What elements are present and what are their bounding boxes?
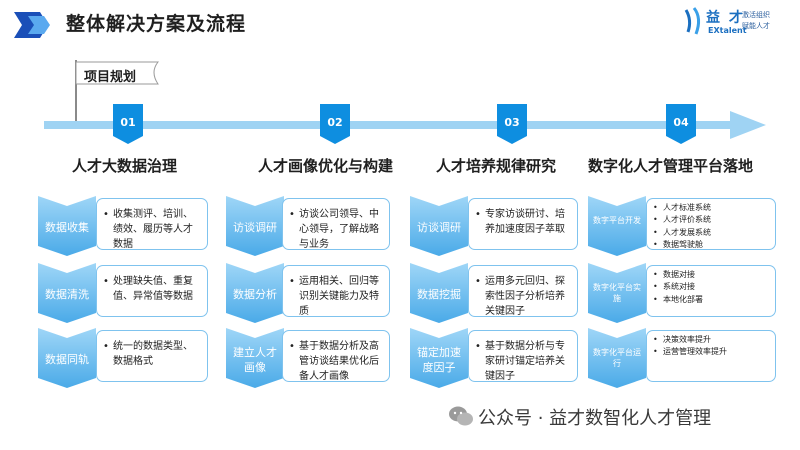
step-2-number: 02 bbox=[327, 116, 343, 129]
card-bullet-list: 人才标准系统人才评价系统人才发展系统数据驾驶舱 bbox=[653, 202, 769, 252]
card-bullet-list: 基于数据分析与专家研讨锚定培养关键因子 bbox=[475, 339, 571, 384]
card-bullet-item: 人才标准系统 bbox=[653, 202, 769, 215]
logo-cn-text: 益 才 bbox=[706, 10, 745, 26]
card-bullet-list: 处理缺失值、重复值、异常值等数据 bbox=[103, 274, 201, 304]
step-1-row-2-chevron bbox=[38, 263, 96, 323]
step-3-badge bbox=[497, 104, 527, 144]
logo-en-text: EXtalent bbox=[708, 26, 747, 35]
step-1-row-1-card: 收集测评、培训、绩效、履历等人才数据 bbox=[96, 198, 208, 250]
card-bullet-list: 访谈公司领导、中心领导，了解战略与业务 bbox=[289, 207, 383, 252]
flag-label: 项目规划 bbox=[84, 70, 137, 85]
step-4-badge bbox=[666, 104, 696, 144]
step-3-row-3-chevron bbox=[410, 328, 468, 388]
step-2-row-3-label: 建立人才画像 bbox=[233, 346, 277, 374]
step-1-row-3-chevron bbox=[38, 328, 96, 388]
card-bullet-item: 系统对接 bbox=[653, 281, 769, 294]
step-1-title: 人才大数据治理 bbox=[72, 157, 178, 175]
card-bullet-list: 收集测评、培训、绩效、履历等人才数据 bbox=[103, 207, 201, 252]
step-2-row-2-label: 数据分析 bbox=[233, 288, 277, 301]
wechat-icon bbox=[449, 406, 473, 426]
step-3-row-3-card: 基于数据分析与专家研讨锚定培养关键因子 bbox=[468, 330, 578, 382]
step-4-title: 数字化人才管理平台落地 bbox=[588, 157, 754, 175]
step-4-number: 04 bbox=[673, 116, 689, 129]
watermark-text: 公众号 · 益才数智化人才管理 bbox=[478, 408, 712, 429]
step-3-number: 03 bbox=[504, 116, 520, 129]
step-4-row-1-label: 数字平台开发 bbox=[593, 216, 641, 225]
step-3-row-2-chevron bbox=[410, 263, 468, 323]
card-bullet-item: 运营管理效率提升 bbox=[653, 346, 769, 359]
step-1-row-3-card: 统一的数据类型、数据格式 bbox=[96, 330, 208, 382]
step-2-badge bbox=[320, 104, 350, 144]
step-2-title: 人才画像优化与构建 bbox=[258, 157, 394, 175]
card-bullet-list: 运用相关、回归等识别关键能力及特质 bbox=[289, 274, 383, 319]
card-bullet-item: 统一的数据类型、数据格式 bbox=[103, 339, 201, 369]
logo-slogan-2: 赋能人才 bbox=[742, 22, 770, 30]
card-bullet-list: 数据对接系统对接本地化部署 bbox=[653, 269, 769, 307]
step-2-row-3-card: 基于数据分析及高管访谈结果优化后备人才画像 bbox=[282, 330, 390, 382]
card-bullet-list: 基于数据分析及高管访谈结果优化后备人才画像 bbox=[289, 339, 383, 384]
card-bullet-item: 决策效率提升 bbox=[653, 334, 769, 347]
step-1-row-2-label: 数据清洗 bbox=[45, 288, 89, 301]
card-bullet-list: 运用多元回归、探索性因子分析培养关键因子 bbox=[475, 274, 571, 319]
step-3-row-1-card: 专家访谈研讨、培养加速度因子萃取 bbox=[468, 198, 578, 250]
step-4-row-2-label: 数字化平台实施 bbox=[593, 283, 641, 303]
card-bullet-item: 人才发展系统 bbox=[653, 227, 769, 240]
step-3-row-1-chevron bbox=[410, 196, 468, 256]
step-2-row-2-chevron bbox=[226, 263, 284, 323]
step-4-row-2-chevron bbox=[588, 263, 646, 323]
step-1-row-1-chevron bbox=[38, 196, 96, 256]
step-1-row-1-label: 数据收集 bbox=[45, 221, 89, 234]
step-3-row-2-card: 运用多元回归、探索性因子分析培养关键因子 bbox=[468, 265, 578, 317]
card-bullet-item: 基于数据分析及高管访谈结果优化后备人才画像 bbox=[289, 339, 383, 384]
card-bullet-list: 专家访谈研讨、培养加速度因子萃取 bbox=[475, 207, 571, 237]
card-bullet-item: 数据对接 bbox=[653, 269, 769, 282]
step-3-title: 人才培养规律研究 bbox=[436, 157, 557, 175]
card-bullet-item: 收集测评、培训、绩效、履历等人才数据 bbox=[103, 207, 201, 252]
step-1-row-2-card: 处理缺失值、重复值、异常值等数据 bbox=[96, 265, 208, 317]
card-bullet-item: 基于数据分析与专家研讨锚定培养关键因子 bbox=[475, 339, 571, 384]
card-bullet-list: 统一的数据类型、数据格式 bbox=[103, 339, 201, 369]
step-2-row-1-card: 访谈公司领导、中心领导，了解战略与业务 bbox=[282, 198, 390, 250]
logo-slogan-1: 激活组织 bbox=[742, 11, 770, 19]
project-flag-icon bbox=[75, 60, 160, 128]
step-4-row-1-card: 人才标准系统人才评价系统人才发展系统数据驾驶舱 bbox=[646, 198, 776, 252]
step-2-row-2-card: 运用相关、回归等识别关键能力及特质 bbox=[282, 265, 390, 317]
step-4-row-3-card: 决策效率提升运营管理效率提升 bbox=[646, 330, 776, 382]
card-bullet-item: 访谈公司领导、中心领导，了解战略与业务 bbox=[289, 207, 383, 252]
step-2-row-1-label: 访谈调研 bbox=[233, 221, 277, 234]
page-title: 整体解决方案及流程 bbox=[66, 13, 247, 35]
card-bullet-item: 运用相关、回归等识别关键能力及特质 bbox=[289, 274, 383, 319]
header-chevron-icon bbox=[14, 12, 50, 38]
step-4-row-3-label: 数字化平台运行 bbox=[593, 348, 641, 368]
step-4-row-3-chevron bbox=[588, 328, 646, 388]
step-4-row-2-card: 数据对接系统对接本地化部署 bbox=[646, 265, 776, 317]
step-2-row-1-chevron bbox=[226, 196, 284, 256]
step-2-row-3-chevron bbox=[226, 328, 284, 388]
step-1-badge bbox=[113, 104, 143, 144]
step-1-row-3-label: 数据同轨 bbox=[45, 353, 89, 366]
brand-logo: 益 才 EXtalent 激活组织 赋能人才 bbox=[682, 6, 782, 40]
card-bullet-item: 专家访谈研讨、培养加速度因子萃取 bbox=[475, 207, 571, 237]
card-bullet-list: 决策效率提升运营管理效率提升 bbox=[653, 334, 769, 359]
step-3-row-1-label: 访谈调研 bbox=[417, 221, 461, 234]
logo-mark-icon bbox=[684, 7, 701, 35]
card-bullet-item: 数据驾驶舱 bbox=[653, 239, 769, 252]
card-bullet-item: 人才评价系统 bbox=[653, 214, 769, 227]
step-3-row-3-label: 锚定加速度因子 bbox=[417, 346, 461, 374]
step-1-number: 01 bbox=[120, 116, 136, 129]
timeline-arrow bbox=[44, 111, 766, 139]
step-3-row-2-label: 数据挖掘 bbox=[417, 288, 461, 301]
card-bullet-item: 本地化部署 bbox=[653, 294, 769, 307]
step-4-row-1-chevron bbox=[588, 196, 646, 256]
card-bullet-item: 处理缺失值、重复值、异常值等数据 bbox=[103, 274, 201, 304]
card-bullet-item: 运用多元回归、探索性因子分析培养关键因子 bbox=[475, 274, 571, 319]
